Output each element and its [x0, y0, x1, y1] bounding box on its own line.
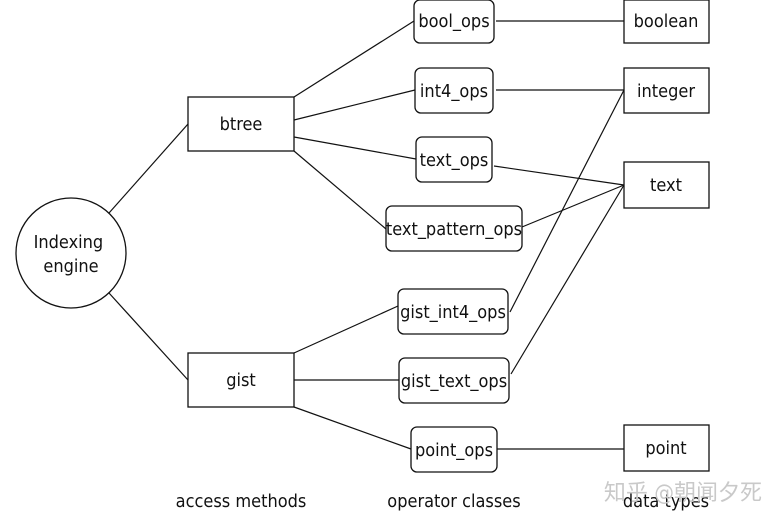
node-boolean: boolean [623, 0, 710, 44]
node-int4-ops-label: int4_ops [420, 81, 488, 102]
node-boolean-label: boolean [634, 11, 699, 32]
node-text-pattern-ops: text_pattern_ops [385, 205, 523, 252]
edge-text-pattern-ops-to-text [521, 184, 625, 228]
edge-gist-text-ops-to-text [510, 184, 625, 375]
edge-engine-to-gist [108, 292, 189, 381]
node-point-ops: point_ops [410, 426, 498, 473]
node-gist-int4-ops: gist_int4_ops [397, 288, 509, 335]
node-gist-text-ops: gist_text_ops [398, 357, 510, 404]
node-btree-label: btree [220, 114, 263, 135]
edges-layer [108, 20, 625, 450]
edge-gist-int4-ops-to-integer [509, 89, 625, 313]
node-gist-text-ops-label: gist_text_ops [401, 371, 507, 392]
caption-access-methods: access methods [176, 491, 307, 512]
node-indexing-engine-label: Indexing engine [34, 232, 109, 277]
edge-gist-to-point-ops [293, 406, 412, 450]
caption-operator-classes: operator classes [387, 491, 520, 512]
edge-btree-to-bool-ops [293, 20, 415, 98]
node-point-ops-label: point_ops [415, 440, 493, 461]
edge-btree-to-int4-ops [293, 89, 416, 121]
node-text-pattern-ops-label: text_pattern_ops [386, 219, 522, 240]
node-point: point [623, 424, 710, 472]
node-bool-ops-label: bool_ops [418, 11, 489, 32]
node-text-label: text [650, 175, 682, 196]
watermark-text: 知乎 @朝闻夕死 [604, 481, 762, 506]
node-int4-ops: int4_ops [414, 67, 494, 114]
edge-gist-to-gist-int4-ops [293, 305, 399, 354]
node-text-ops: text_ops [415, 136, 493, 183]
node-gist: gist [187, 352, 295, 408]
edge-text-ops-to-text [493, 165, 625, 186]
node-gist-label: gist [226, 370, 256, 391]
node-text-ops-label: text_ops [420, 150, 489, 171]
node-text: text [623, 161, 710, 209]
edge-btree-to-text-pattern-ops [293, 150, 387, 230]
edge-engine-to-btree [108, 123, 189, 214]
node-btree: btree [187, 96, 295, 152]
node-bool-ops: bool_ops [413, 0, 495, 44]
node-indexing-engine: Indexing engine [15, 197, 127, 309]
node-point-label: point [645, 438, 686, 459]
caption-data-types: data types [623, 491, 709, 512]
node-gist-int4-ops-label: gist_int4_ops [400, 302, 506, 323]
node-integer-label: integer [637, 81, 695, 102]
edge-btree-to-text-ops [293, 136, 417, 160]
node-integer: integer [623, 67, 710, 114]
